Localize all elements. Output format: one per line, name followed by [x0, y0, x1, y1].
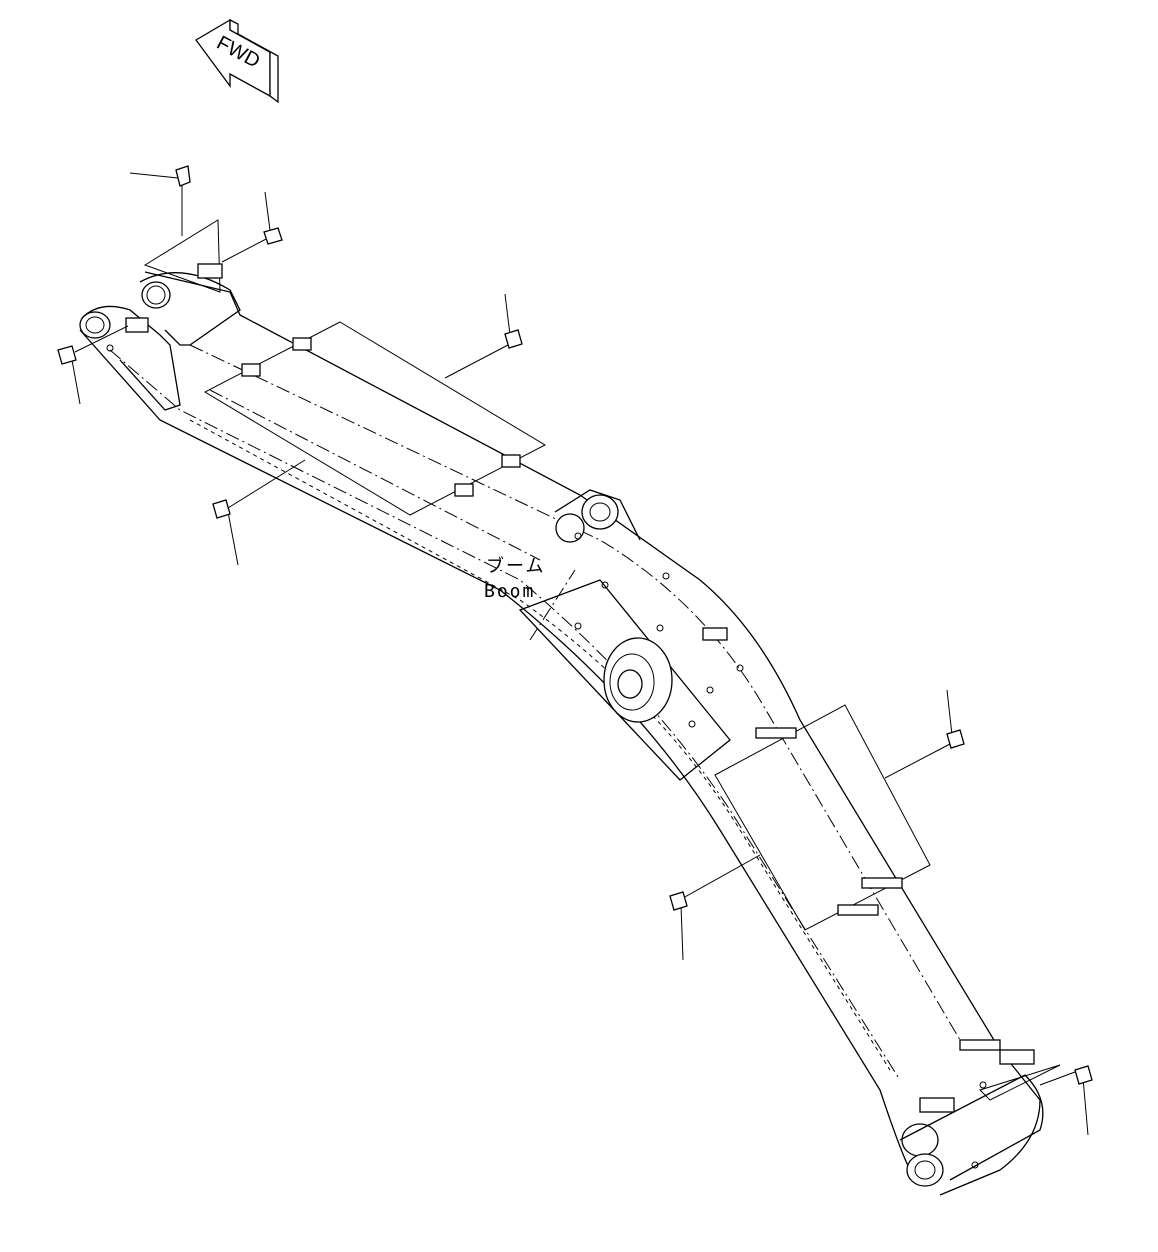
- boom-body: [79, 271, 1044, 1196]
- callout-marker-icon: [504, 329, 523, 349]
- callout-marker-icon: [212, 499, 231, 519]
- callout-marker-icon: [57, 345, 77, 365]
- callout-marker-icon: [263, 227, 283, 245]
- callout-leaders: [71, 172, 1089, 1136]
- boom-label-en: Boom: [484, 581, 535, 602]
- callout-marker-icon: [1074, 1065, 1093, 1085]
- callout-marker-icons: [57, 165, 1093, 1085]
- callout-marker-icon: [175, 165, 191, 187]
- fwd-arrow-icon: FWD: [195, 18, 279, 104]
- callout-marker-icon: [669, 891, 688, 911]
- clamp-set: [106, 263, 1035, 1169]
- boom-label-jp: ブーム: [486, 555, 545, 577]
- callout-marker-icon: [946, 729, 965, 749]
- hose-panels: [143, 219, 1061, 1101]
